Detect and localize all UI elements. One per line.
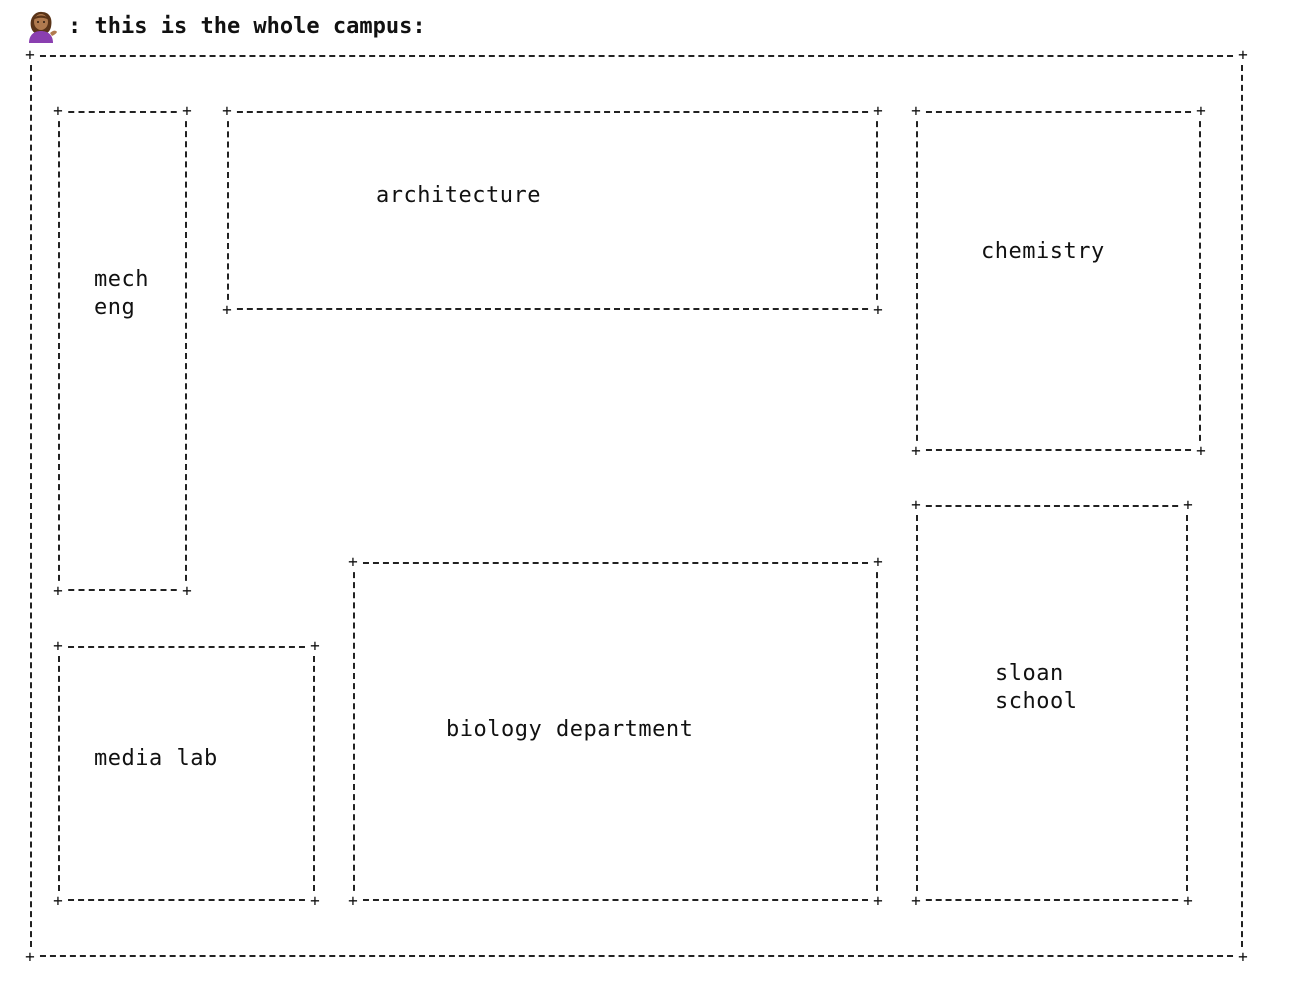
mech-eng-label-line1: mech: [94, 267, 149, 292]
corner-plus: +: [347, 552, 359, 571]
corner-plus: +: [347, 891, 359, 910]
corner-plus: +: [24, 947, 36, 966]
media-lab-label: media lab: [94, 746, 218, 771]
corner-plus: +: [24, 45, 36, 64]
corner-plus: +: [1195, 101, 1207, 120]
building-biology-department: [353, 562, 878, 901]
corner-plus: +: [1182, 891, 1194, 910]
building-sloan-school: [916, 505, 1188, 901]
corner-plus: +: [910, 495, 922, 514]
corner-plus: +: [872, 300, 884, 319]
corner-plus: +: [52, 581, 64, 600]
caption: : this is the whole campus:: [24, 8, 426, 44]
corner-plus: +: [221, 300, 233, 319]
biology-label: biology department: [446, 717, 694, 742]
corner-plus: +: [309, 636, 321, 655]
corner-plus: +: [872, 101, 884, 120]
corner-plus: +: [52, 891, 64, 910]
corner-plus: +: [1195, 441, 1207, 460]
building-architecture: [227, 111, 878, 310]
corner-plus: +: [181, 101, 193, 120]
corner-plus: +: [1237, 45, 1249, 64]
corner-plus: +: [309, 891, 321, 910]
corner-plus: +: [910, 101, 922, 120]
corner-plus: +: [181, 581, 193, 600]
building-mech-eng: [58, 111, 187, 591]
corner-plus: +: [910, 891, 922, 910]
corner-plus: +: [52, 101, 64, 120]
caption-text: : this is the whole campus:: [68, 13, 426, 39]
corner-plus: +: [1237, 947, 1249, 966]
building-media-lab: [58, 646, 315, 901]
campus-boundary: [30, 55, 1243, 957]
corner-plus: +: [1182, 495, 1194, 514]
chemistry-label: chemistry: [981, 239, 1105, 264]
corner-plus: +: [872, 552, 884, 571]
corner-plus: +: [221, 101, 233, 120]
mech-eng-label-line2: eng: [94, 295, 136, 320]
person-tipping-hand-icon: [29, 11, 57, 43]
architecture-label: architecture: [376, 183, 541, 208]
sloan-label-line1: sloan: [995, 661, 1064, 686]
corner-plus: +: [52, 636, 64, 655]
corner-plus: +: [872, 891, 884, 910]
building-chemistry: [916, 111, 1201, 451]
sloan-label-line2: school: [995, 689, 1078, 714]
corner-plus: +: [910, 441, 922, 460]
